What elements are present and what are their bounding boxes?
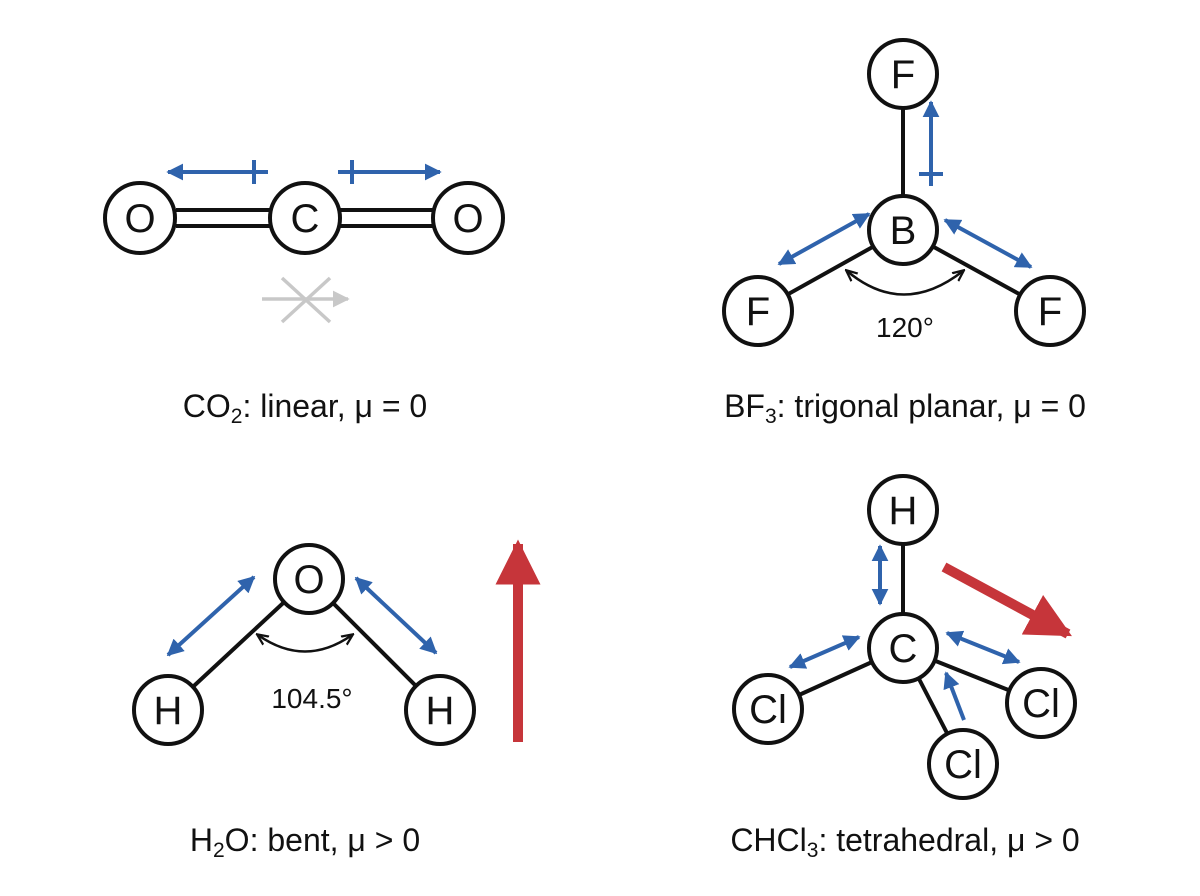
bf3-angle-arc xyxy=(847,271,963,296)
svg-text:B: B xyxy=(890,209,917,253)
co2-molecule: O C O xyxy=(103,160,505,324)
co2-bond-dipole-left xyxy=(166,160,268,184)
svg-text:F: F xyxy=(1038,290,1062,334)
h2o-atom-o: O xyxy=(273,543,345,615)
svg-text:Cl: Cl xyxy=(944,743,982,787)
svg-text:O: O xyxy=(452,197,483,241)
bf3-caption: BF3: trigonal planar, μ = 0 xyxy=(724,388,1086,428)
chcl3-atom-c: C xyxy=(867,612,939,684)
svg-text:C: C xyxy=(291,197,320,241)
svg-text:O: O xyxy=(293,558,324,602)
bf3-atom-b: B xyxy=(867,194,939,266)
bf3-bond-dipole-left xyxy=(777,212,871,266)
svg-text:Cl: Cl xyxy=(749,688,787,732)
svg-text:H: H xyxy=(154,689,183,733)
bf3-angle-label: 120° xyxy=(876,312,934,343)
svg-text:H: H xyxy=(889,489,918,533)
co2-double-bonds xyxy=(176,208,434,228)
chcl3-bond-dipole-cl-right xyxy=(945,630,1021,665)
bf3-atom-f-left: F xyxy=(722,275,794,347)
h2o-angle-label: 104.5° xyxy=(271,683,352,714)
svg-text:F: F xyxy=(746,290,770,334)
co2-caption: CO2: linear, μ = 0 xyxy=(182,388,428,428)
h2o-molecule: O H H 104.5° xyxy=(132,539,541,746)
h2o-angle-arc xyxy=(258,635,352,653)
svg-text:H: H xyxy=(426,689,455,733)
h2o-bond-dipole-right xyxy=(354,576,438,655)
chcl3-atom-cl-right: Cl xyxy=(1005,667,1077,739)
svg-text:O: O xyxy=(124,197,155,241)
h2o-caption: H2O: bent, μ > 0 xyxy=(189,822,421,862)
co2-atom-o-left: O xyxy=(103,181,177,255)
h2o-bond-dipole-left xyxy=(166,575,256,657)
svg-text:Cl: Cl xyxy=(1022,682,1060,726)
h2o-atom-h-right: H xyxy=(404,674,476,746)
co2-atom-o-right: O xyxy=(431,181,505,255)
chcl3-atom-cl-bottom: Cl xyxy=(927,728,999,800)
chcl3-caption: CHCl3: tetrahedral, μ > 0 xyxy=(730,822,1080,862)
svg-text:C: C xyxy=(889,627,918,671)
bf3-atom-f-right: F xyxy=(1014,275,1086,347)
bf3-bond-dipole-top xyxy=(919,100,943,186)
svg-text:F: F xyxy=(891,53,915,97)
chcl3-atom-h: H xyxy=(867,474,939,546)
chcl3-bond-dipole-cl-bottom xyxy=(943,671,966,721)
bf3-bond-dipole-right xyxy=(943,218,1033,269)
h2o-atom-h-left: H xyxy=(132,674,204,746)
co2-atom-c: C xyxy=(268,181,342,255)
chcl3-molecule: H C Cl Cl Cl xyxy=(732,474,1077,800)
co2-cancelled-net-dipole xyxy=(262,276,350,324)
co2-bond-dipole-right xyxy=(338,160,442,184)
bf3-molecule: F B F F 120° xyxy=(722,38,1086,347)
chcl3-bond-dipole-cl-left xyxy=(788,635,861,669)
chcl3-atom-cl-left: Cl xyxy=(732,673,804,745)
bf3-atom-f-top: F xyxy=(867,38,939,110)
chcl3-net-dipole-arrow xyxy=(941,562,1072,639)
